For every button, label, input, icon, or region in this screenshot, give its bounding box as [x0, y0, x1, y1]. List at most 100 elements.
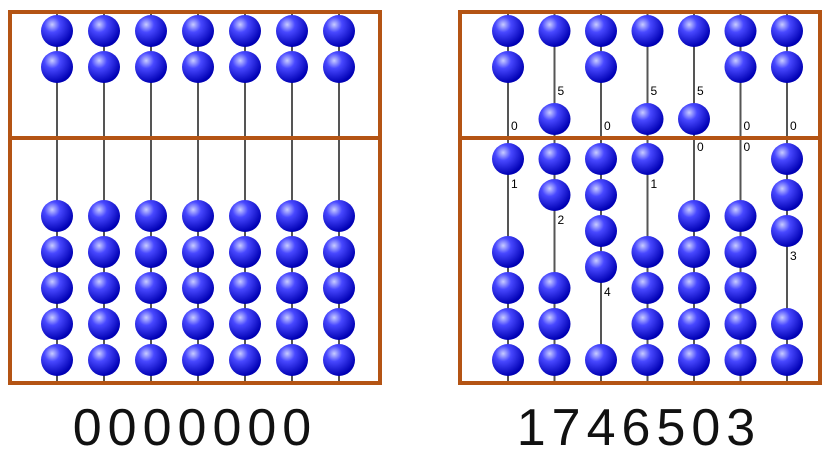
lower-bead[interactable]: [276, 200, 308, 232]
lower-bead[interactable]: [678, 344, 710, 376]
upper-bead[interactable]: [41, 51, 73, 83]
lower-bead[interactable]: [41, 272, 73, 304]
lower-bead[interactable]: [276, 272, 308, 304]
lower-bead[interactable]: [135, 272, 167, 304]
lower-bead[interactable]: [538, 308, 571, 340]
lower-bead[interactable]: [724, 308, 757, 340]
lower-bead[interactable]: [724, 236, 757, 268]
lower-bead[interactable]: [182, 236, 214, 268]
upper-bead[interactable]: [323, 51, 355, 83]
upper-bead[interactable]: [585, 15, 617, 47]
lower-bead[interactable]: [492, 272, 524, 304]
lower-bead[interactable]: [678, 236, 710, 268]
upper-bead[interactable]: [88, 15, 120, 47]
upper-bead[interactable]: [724, 51, 757, 83]
upper-bead[interactable]: [492, 15, 524, 47]
upper-bead[interactable]: [88, 51, 120, 83]
lower-bead[interactable]: [631, 344, 664, 376]
lower-bead[interactable]: [182, 272, 214, 304]
upper-bead[interactable]: [631, 103, 664, 135]
upper-bead[interactable]: [771, 51, 803, 83]
upper-bead[interactable]: [538, 15, 571, 47]
lower-bead[interactable]: [323, 200, 355, 232]
lower-bead[interactable]: [41, 344, 73, 376]
lower-bead[interactable]: [182, 344, 214, 376]
lower-bead[interactable]: [492, 236, 524, 268]
lower-bead[interactable]: [585, 344, 617, 376]
lower-bead[interactable]: [229, 272, 261, 304]
lower-bead[interactable]: [88, 344, 120, 376]
lower-value-label: 1: [651, 177, 658, 191]
upper-bead[interactable]: [771, 15, 803, 47]
lower-bead[interactable]: [585, 179, 617, 211]
lower-bead[interactable]: [771, 143, 803, 175]
upper-bead[interactable]: [585, 51, 617, 83]
lower-bead[interactable]: [492, 344, 524, 376]
upper-bead[interactable]: [135, 51, 167, 83]
lower-bead[interactable]: [135, 236, 167, 268]
lower-bead[interactable]: [41, 308, 73, 340]
upper-bead[interactable]: [229, 15, 261, 47]
lower-bead[interactable]: [538, 344, 571, 376]
lower-bead[interactable]: [135, 200, 167, 232]
lower-bead[interactable]: [276, 236, 308, 268]
lower-bead[interactable]: [88, 200, 120, 232]
lower-bead[interactable]: [724, 344, 757, 376]
lower-bead[interactable]: [585, 251, 617, 283]
lower-bead[interactable]: [631, 308, 664, 340]
abacus-frame: [8, 10, 382, 385]
lower-bead[interactable]: [135, 344, 167, 376]
upper-bead[interactable]: [135, 15, 167, 47]
lower-bead[interactable]: [229, 200, 261, 232]
upper-bead[interactable]: [678, 103, 710, 135]
lower-bead[interactable]: [323, 344, 355, 376]
lower-bead[interactable]: [538, 143, 571, 175]
lower-bead[interactable]: [492, 308, 524, 340]
lower-bead[interactable]: [771, 344, 803, 376]
lower-bead[interactable]: [771, 179, 803, 211]
upper-bead[interactable]: [323, 15, 355, 47]
upper-bead[interactable]: [276, 51, 308, 83]
lower-bead[interactable]: [323, 272, 355, 304]
lower-bead[interactable]: [538, 272, 571, 304]
lower-bead[interactable]: [678, 272, 710, 304]
upper-bead[interactable]: [724, 15, 757, 47]
lower-bead[interactable]: [724, 272, 757, 304]
upper-bead[interactable]: [276, 15, 308, 47]
lower-bead[interactable]: [724, 200, 757, 232]
lower-bead[interactable]: [229, 308, 261, 340]
lower-bead[interactable]: [771, 308, 803, 340]
lower-bead[interactable]: [182, 308, 214, 340]
upper-bead[interactable]: [492, 51, 524, 83]
lower-bead[interactable]: [229, 344, 261, 376]
lower-bead[interactable]: [538, 179, 571, 211]
upper-bead[interactable]: [538, 103, 571, 135]
lower-bead[interactable]: [631, 143, 664, 175]
lower-bead[interactable]: [88, 236, 120, 268]
lower-bead[interactable]: [276, 344, 308, 376]
lower-bead[interactable]: [41, 200, 73, 232]
lower-bead[interactable]: [182, 200, 214, 232]
upper-bead[interactable]: [631, 15, 664, 47]
lower-bead[interactable]: [585, 215, 617, 247]
lower-bead[interactable]: [771, 215, 803, 247]
lower-bead[interactable]: [678, 308, 710, 340]
lower-bead[interactable]: [41, 236, 73, 268]
lower-bead[interactable]: [678, 200, 710, 232]
lower-bead[interactable]: [323, 236, 355, 268]
lower-bead[interactable]: [585, 143, 617, 175]
upper-bead[interactable]: [182, 15, 214, 47]
lower-bead[interactable]: [323, 308, 355, 340]
lower-bead[interactable]: [631, 236, 664, 268]
lower-bead[interactable]: [631, 272, 664, 304]
lower-bead[interactable]: [276, 308, 308, 340]
lower-bead[interactable]: [492, 143, 524, 175]
upper-bead[interactable]: [229, 51, 261, 83]
lower-bead[interactable]: [88, 308, 120, 340]
upper-bead[interactable]: [41, 15, 73, 47]
lower-bead[interactable]: [88, 272, 120, 304]
upper-bead[interactable]: [678, 15, 710, 47]
lower-bead[interactable]: [229, 236, 261, 268]
lower-bead[interactable]: [135, 308, 167, 340]
upper-bead[interactable]: [182, 51, 214, 83]
